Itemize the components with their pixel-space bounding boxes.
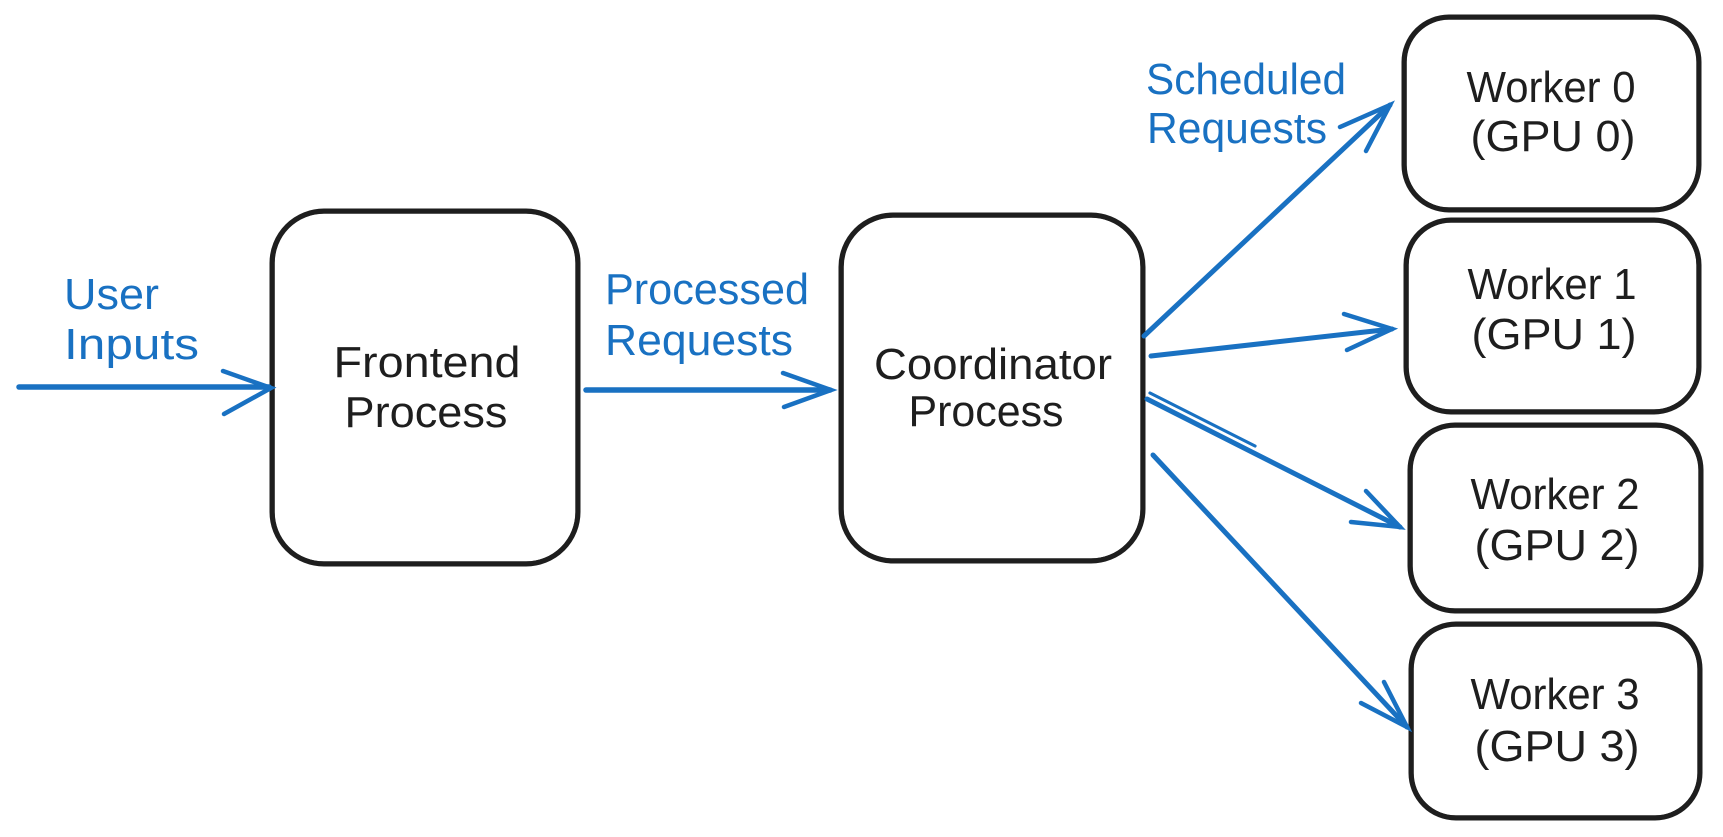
- svg-text:(GPU 3): (GPU 3): [1475, 722, 1640, 771]
- svg-text:Process: Process: [909, 387, 1064, 436]
- svg-text:(GPU 1): (GPU 1): [1472, 310, 1637, 359]
- svg-text:Requests: Requests: [1147, 104, 1327, 153]
- svg-text:(GPU 2): (GPU 2): [1475, 521, 1640, 570]
- svg-text:Inputs: Inputs: [64, 320, 199, 369]
- svg-text:Coordinator: Coordinator: [874, 340, 1112, 389]
- svg-text:Scheduled: Scheduled: [1146, 55, 1346, 104]
- svg-text:Frontend: Frontend: [334, 338, 521, 387]
- svg-text:Processed: Processed: [605, 265, 809, 314]
- svg-text:Worker 2: Worker 2: [1471, 470, 1640, 519]
- svg-text:Worker 3: Worker 3: [1471, 670, 1640, 719]
- svg-text:Process: Process: [345, 388, 508, 437]
- svg-text:(GPU 0): (GPU 0): [1471, 112, 1636, 161]
- svg-text:Worker 1: Worker 1: [1468, 260, 1637, 309]
- svg-text:Worker 0: Worker 0: [1467, 63, 1636, 112]
- svg-text:Requests: Requests: [605, 316, 793, 365]
- svg-text:User: User: [64, 270, 159, 319]
